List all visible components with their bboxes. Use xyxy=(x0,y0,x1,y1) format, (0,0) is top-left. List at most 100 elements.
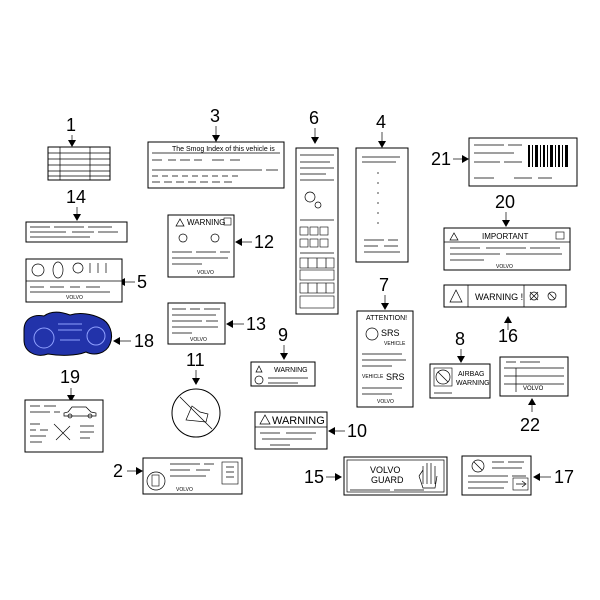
warning-triangle-icon xyxy=(255,365,263,373)
svg-text:VOLVO: VOLVO xyxy=(523,386,544,392)
label-part-8[interactable]: AIRBAG WARNING xyxy=(429,363,491,399)
callout-21[interactable]: 21 xyxy=(431,149,469,169)
callout-17[interactable]: 17 xyxy=(533,467,574,487)
svg-text:SRS: SRS xyxy=(386,372,405,382)
label-part-11[interactable] xyxy=(171,388,221,438)
svg-text:WARNING: WARNING xyxy=(272,415,325,427)
fan-icon xyxy=(529,291,539,301)
callout-10[interactable]: 10 xyxy=(328,421,367,441)
svg-text:15: 15 xyxy=(304,467,324,487)
warning-triangle-icon xyxy=(449,289,463,303)
label-part-21[interactable] xyxy=(468,137,578,187)
callout-11[interactable]: 11 xyxy=(186,350,205,385)
svg-text:2: 2 xyxy=(113,461,123,481)
callout-18[interactable]: 18 xyxy=(113,331,154,351)
callout-2[interactable]: 2 xyxy=(113,461,143,481)
warning-triangle-icon xyxy=(449,232,459,241)
label-part-10[interactable]: WARNING xyxy=(254,411,328,450)
car-silhouette-icon xyxy=(63,406,97,419)
callout-12[interactable]: 12 xyxy=(235,232,274,252)
svg-text:12: 12 xyxy=(254,232,274,252)
no-child-seat-icon xyxy=(179,396,213,430)
callout-8[interactable]: 8 xyxy=(455,329,465,363)
label-part-3[interactable]: The Smog Index of this vehicle is xyxy=(147,141,285,189)
svg-text:WARNING: WARNING xyxy=(456,380,490,387)
label-part-16[interactable]: WARNING ! xyxy=(443,284,567,308)
svg-text:11: 11 xyxy=(186,350,205,370)
callout-16[interactable]: 16 xyxy=(498,316,518,346)
label-part-6[interactable] xyxy=(295,147,339,315)
callout-13[interactable]: 13 xyxy=(226,314,266,334)
svg-text:VOLVO: VOLVO xyxy=(496,264,513,270)
label-part-13[interactable]: VOLVO xyxy=(167,302,226,345)
svg-text:13: 13 xyxy=(246,314,266,334)
label-part-18-cluster[interactable] xyxy=(23,311,113,356)
svg-text:WARNING !: WARNING ! xyxy=(475,292,523,302)
callout-7[interactable]: 7 xyxy=(379,275,389,310)
label-part-15[interactable]: VOLVO GUARD xyxy=(343,456,448,496)
callout-6[interactable]: 6 xyxy=(309,108,319,144)
label-part-14[interactable] xyxy=(25,221,128,243)
label-part-7[interactable]: ATTENTION! SRS VEHICLE VEHICLE SRS VOLVO xyxy=(356,310,414,408)
svg-text:20: 20 xyxy=(495,192,515,212)
svg-text:16: 16 xyxy=(498,326,518,346)
label-part-1[interactable] xyxy=(47,146,111,181)
svg-text:14: 14 xyxy=(66,187,86,207)
svg-text:AIRBAG: AIRBAG xyxy=(458,371,484,378)
svg-text:The Smog Index of this vehicle: The Smog Index of this vehicle is xyxy=(172,146,275,153)
svg-text:8: 8 xyxy=(455,329,465,349)
callout-3[interactable]: 3 xyxy=(210,106,220,142)
label-part-19[interactable] xyxy=(24,399,104,453)
callout-15[interactable]: 15 xyxy=(304,467,342,487)
svg-text:VEHICLE: VEHICLE xyxy=(384,341,406,347)
svg-text:22: 22 xyxy=(520,415,540,435)
barcode-icon xyxy=(528,145,568,167)
svg-text:3: 3 xyxy=(210,106,220,126)
label-part-5[interactable]: VOLVO xyxy=(25,258,123,303)
svg-text:VEHICLE: VEHICLE xyxy=(362,374,384,380)
svg-text:WARNING: WARNING xyxy=(187,218,225,227)
svg-text:VOLVO: VOLVO xyxy=(190,337,207,343)
svg-text:18: 18 xyxy=(134,331,154,351)
callout-22[interactable]: 22 xyxy=(520,398,540,435)
svg-text:10: 10 xyxy=(347,421,367,441)
label-part-9[interactable]: WARNING xyxy=(250,361,316,387)
svg-text:1: 1 xyxy=(66,115,76,135)
label-part-4[interactable] xyxy=(355,147,409,263)
label-part-17[interactable] xyxy=(461,455,532,496)
label-part-12[interactable]: WARNING VOLVO xyxy=(167,214,235,278)
svg-text:6: 6 xyxy=(309,108,319,128)
label-part-22[interactable]: VOLVO xyxy=(499,356,569,397)
svg-text:VOLVO: VOLVO xyxy=(370,465,400,475)
hand-stop-icon xyxy=(418,463,438,489)
svg-text:4: 4 xyxy=(376,112,386,132)
svg-text:9: 9 xyxy=(278,325,288,345)
svg-text:IMPORTANT: IMPORTANT xyxy=(482,232,528,241)
svg-text:VOLVO: VOLVO xyxy=(66,295,83,301)
callout-19[interactable]: 19 xyxy=(60,367,80,402)
warning-triangle-icon xyxy=(259,414,271,425)
svg-text:ATTENTION!: ATTENTION! xyxy=(366,315,407,322)
svg-text:SRS: SRS xyxy=(381,328,400,338)
label-part-2[interactable]: VOLVO xyxy=(142,457,243,495)
svg-text:WARNING: WARNING xyxy=(274,367,308,374)
airbag-child-icon xyxy=(433,367,453,387)
svg-text:21: 21 xyxy=(431,149,451,169)
callout-4[interactable]: 4 xyxy=(376,112,386,148)
svg-text:GUARD: GUARD xyxy=(371,475,404,485)
svg-text:7: 7 xyxy=(379,275,389,295)
fuel-pump-icon xyxy=(146,471,166,491)
svg-text:19: 19 xyxy=(60,367,80,387)
callout-1[interactable]: 1 xyxy=(66,115,76,147)
svg-text:VOLVO: VOLVO xyxy=(197,270,214,276)
warning-triangle-icon xyxy=(175,218,185,227)
callout-14[interactable]: 14 xyxy=(66,187,86,221)
label-part-20[interactable]: IMPORTANT VOLVO xyxy=(443,227,571,271)
arrow-right-icon xyxy=(516,480,527,488)
svg-text:5: 5 xyxy=(137,272,147,292)
svg-text:VOLVO: VOLVO xyxy=(176,487,193,493)
callout-20[interactable]: 20 xyxy=(495,192,515,227)
callout-9[interactable]: 9 xyxy=(278,325,288,360)
svg-text:17: 17 xyxy=(554,467,574,487)
